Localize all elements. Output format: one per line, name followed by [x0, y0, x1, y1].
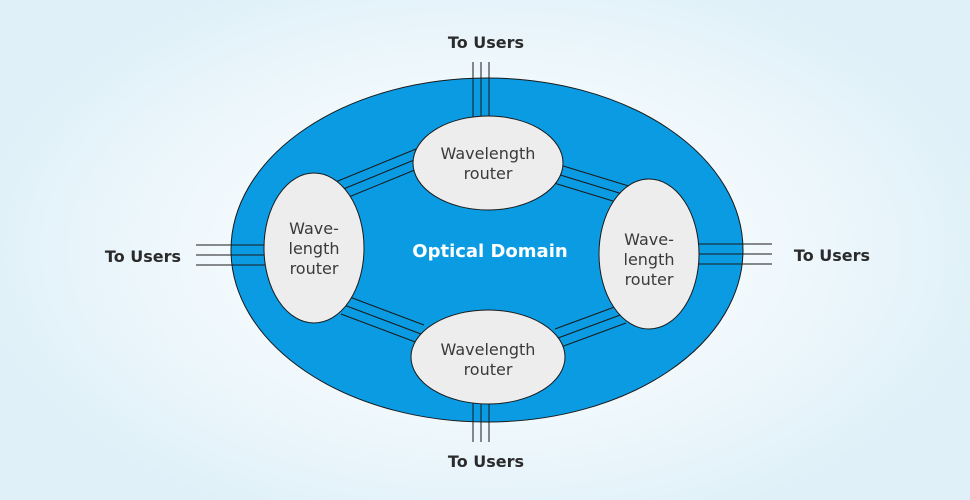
- access-top: [472, 62, 490, 120]
- optical-domain-ellipse: [230, 77, 744, 423]
- access-right: [690, 243, 772, 265]
- router-bottom-line-2: router: [463, 360, 513, 379]
- router-bottom-label: Wavelength router: [418, 340, 558, 380]
- to-users-top-label: To Users: [447, 33, 525, 52]
- router-right-line-1: Wave-: [624, 230, 674, 249]
- router-left: [263, 172, 365, 324]
- router-bottom-line-1: Wavelength: [440, 340, 536, 359]
- router-left-line-2: length: [288, 239, 340, 258]
- link-top-left: [332, 148, 423, 202]
- link-bottom-right: [554, 304, 627, 348]
- access-left: [196, 244, 270, 266]
- router-left-line-1: Wave-: [289, 219, 339, 238]
- router-top-label: Wavelength router: [418, 144, 558, 184]
- to-users-right-label: To Users: [793, 246, 871, 265]
- optical-domain-label: Optical Domain: [412, 241, 568, 262]
- router-right: [598, 178, 700, 330]
- router-left-line-3: router: [289, 259, 339, 278]
- router-right-line-2: length: [623, 250, 675, 269]
- router-bottom: [410, 309, 566, 405]
- user-access-lines: [196, 62, 772, 442]
- link-bottom-left: [340, 295, 425, 344]
- router-left-label: Wave- length router: [264, 219, 364, 279]
- to-users-bottom-label: To Users: [447, 452, 525, 471]
- router-top-line-1: Wavelength: [440, 144, 536, 163]
- router-right-line-3: router: [624, 270, 674, 289]
- fiber-links: [332, 148, 633, 348]
- router-top: [412, 115, 564, 211]
- router-top-line-2: router: [463, 164, 513, 183]
- router-right-label: Wave- length router: [599, 230, 699, 290]
- to-users-left-label: To Users: [104, 247, 182, 266]
